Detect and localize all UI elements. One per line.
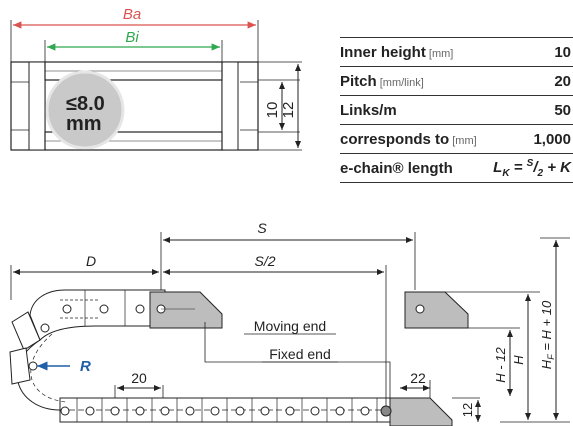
- chain-pin: [85, 406, 95, 416]
- dim-12: 12: [460, 403, 475, 417]
- h-label: H: [511, 355, 526, 365]
- travel-diagram: S D S/2 R: [9, 220, 570, 426]
- radius-label: R: [80, 358, 91, 375]
- chain-pin: [235, 406, 245, 416]
- spec-row: Pitch [mm/link]20: [340, 66, 573, 96]
- hf-label: HF = H + 10: [539, 300, 556, 369]
- outer-height-dimension: 12: [280, 102, 297, 119]
- chain-pin: [60, 406, 70, 416]
- fixed-end-pivot: [380, 405, 392, 417]
- chain-pin: [260, 406, 270, 416]
- badge-text: ≤8.0 mm: [66, 93, 110, 135]
- spec-unit: [mm/link]: [376, 76, 424, 89]
- fixed-end-bracket: [389, 397, 453, 426]
- chain-pin: [185, 406, 195, 416]
- spec-label: Pitch [mm/link]: [340, 66, 487, 96]
- chain-pin: [285, 406, 295, 416]
- chain-pin: [310, 406, 320, 416]
- spec-unit: [mm]: [425, 47, 454, 60]
- spec-value: 10: [486, 37, 573, 67]
- chain-pin: [135, 406, 145, 416]
- spec-row: Inner height [mm]10: [340, 37, 573, 67]
- chain-pin: [160, 406, 170, 416]
- right-moving-end-bracket: [404, 291, 469, 329]
- spec-label: corresponds to [mm]: [340, 124, 487, 154]
- h-minus-12-label: H - 12: [493, 347, 508, 383]
- moving-end-bracket: [149, 291, 223, 329]
- cross-section-figure: Ba Bi ≤8.0 mm 10 12: [10, 6, 302, 151]
- ba-label: Ba: [123, 6, 141, 23]
- chain-pin: [360, 406, 370, 416]
- s-label: S: [257, 220, 267, 236]
- chain-pin: [335, 406, 345, 416]
- spec-value: 50: [486, 95, 573, 125]
- d-label: D: [86, 253, 96, 269]
- chain-pin: [110, 406, 120, 416]
- spec-label: Inner height [mm]: [340, 37, 487, 67]
- s-half-label: S/2: [254, 253, 275, 269]
- inner-height-dimension: 10: [264, 102, 281, 119]
- spec-value: LK = S/2 + K: [486, 153, 573, 183]
- spec-label: Links/m: [340, 95, 487, 125]
- spec-value: 1,000: [486, 124, 573, 154]
- bi-label: Bi: [125, 29, 139, 46]
- spec-label: e-chain® length: [340, 153, 487, 183]
- max-cable-diameter-badge: [47, 72, 123, 148]
- pitch-dimension: 20: [131, 370, 147, 386]
- fixed-end-label: Fixed end: [269, 346, 330, 362]
- moving-end-label: Moving end: [254, 318, 326, 334]
- dim-22: 22: [410, 370, 426, 386]
- chain-pin: [210, 406, 220, 416]
- spec-value: 20: [486, 66, 573, 96]
- spec-unit: [mm]: [449, 134, 477, 147]
- spec-row: corresponds to [mm]1,000: [340, 124, 573, 154]
